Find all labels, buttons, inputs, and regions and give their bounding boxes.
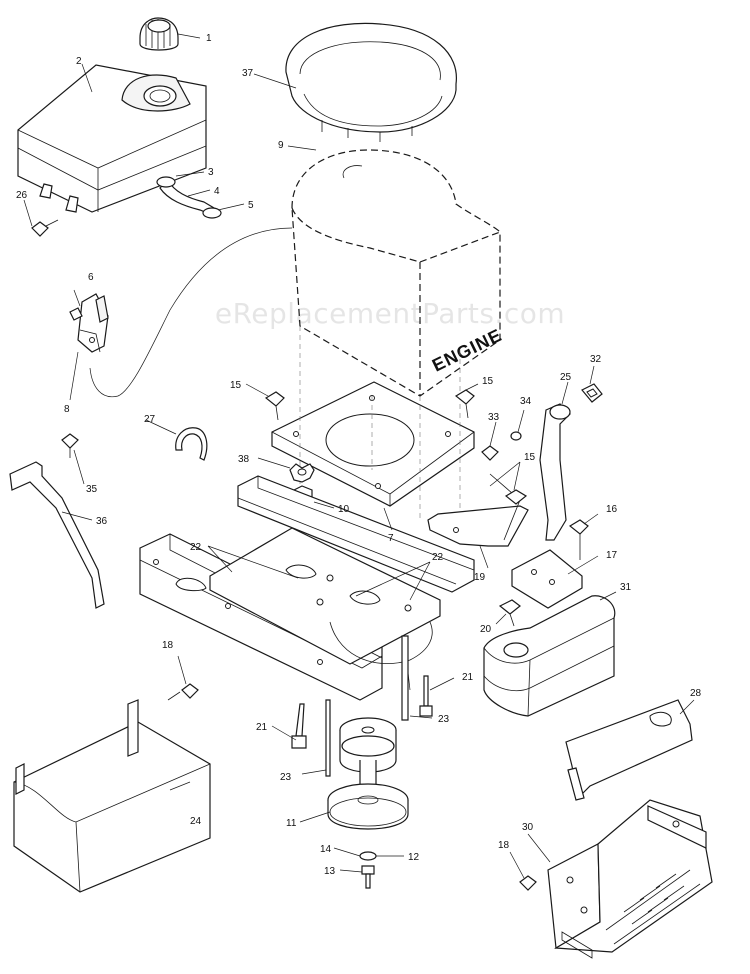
callout-4: 4 [214,186,220,197]
engine: ENGINE [291,149,505,397]
callout-7: 7 [388,533,394,544]
engine-pulley [327,717,409,830]
callout-23-right: 23 [438,714,450,725]
bolt-13 [361,865,375,889]
bolts-21-23 [291,635,433,777]
muffler-guard-30 [547,799,713,959]
bolt-18-right [519,875,537,891]
callout-18-right: 18 [498,840,510,851]
leader-lines [23,33,695,879]
callout-numbers: 1 2 3 4 5 6 7 8 9 10 11 12 13 14 15 15 1… [16,33,702,877]
fuel-cap [139,17,179,51]
callout-36: 36 [96,516,108,527]
callout-31: 31 [620,582,632,593]
nut-33 [481,445,499,461]
throttle-control [69,227,293,398]
callout-8: 8 [64,404,70,415]
bolt-18-left [167,683,199,701]
star-washer [289,463,315,483]
callout-37: 37 [242,68,254,79]
screw-26 [31,219,59,237]
bracket-19 [427,473,529,547]
callout-30: 30 [522,822,534,833]
callout-9: 9 [278,140,284,151]
fuel-line [156,176,222,219]
callout-20: 20 [480,624,492,635]
muffler [483,595,616,717]
callout-32: 32 [590,354,602,365]
retaining-ring [175,427,208,461]
watermark: eReplacementParts.com [215,297,565,330]
callout-16: 16 [606,504,618,515]
bolt-15-right [454,389,475,419]
callout-18-left: 18 [162,640,174,651]
callout-10: 10 [338,504,350,515]
callout-17: 17 [606,550,618,561]
engine-label: ENGINE [429,325,505,376]
callout-28: 28 [690,688,702,699]
bolt-35 [61,433,79,458]
callout-6: 6 [88,272,94,283]
callout-21-right: 21 [462,672,474,683]
callout-38: 38 [238,454,250,465]
washer-34 [510,431,522,441]
callout-12: 12 [408,852,420,863]
bolt-20 [498,599,521,627]
engine-mount-plate [271,381,475,507]
callout-19: 19 [474,572,486,583]
gasket-32 [581,383,603,403]
bracket-36 [9,461,105,609]
exhaust-pipe [539,403,571,541]
callout-35: 35 [86,484,98,495]
callout-23-left: 23 [280,772,292,783]
callout-1: 1 [206,33,212,44]
callout-15-right: 15 [482,376,494,387]
callout-25: 25 [560,372,572,383]
callout-15-left: 15 [230,380,242,391]
frame-rail-rear [237,475,475,593]
frame-cross-plate [209,527,441,665]
blower-housing [285,22,457,142]
bolt-15-bracket [504,489,528,505]
callout-11: 11 [286,818,297,829]
callout-15-bracket: 15 [524,452,536,463]
callout-34: 34 [520,396,532,407]
fuel-tank [17,64,207,213]
callout-27: 27 [144,414,156,425]
bolt-15-left [264,391,285,421]
callout-5: 5 [248,200,254,211]
callout-24: 24 [190,816,202,827]
callout-22-left: 22 [190,542,202,553]
shield-24 [13,699,211,893]
callout-22-right: 22 [432,552,444,563]
callout-2: 2 [76,56,82,67]
callout-3: 3 [208,167,214,178]
heat-shield-28 [565,699,693,801]
callout-26: 26 [16,190,28,201]
callout-33: 33 [488,412,500,423]
bolt-16 [568,519,589,560]
callout-21-left: 21 [256,722,268,733]
callout-13: 13 [324,866,336,877]
callout-14: 14 [320,844,332,855]
bracket-17 [511,549,583,609]
washer-14 [359,851,377,861]
